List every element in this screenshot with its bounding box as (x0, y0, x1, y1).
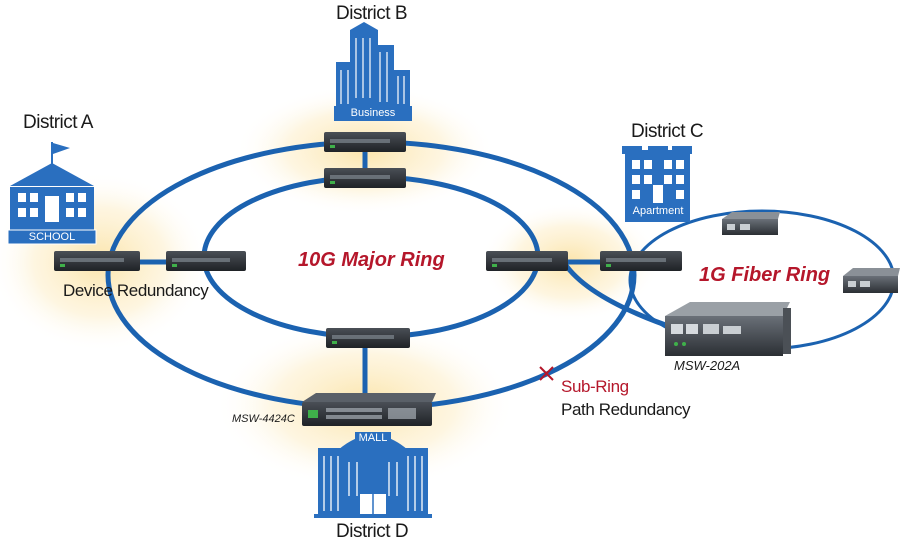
switch-top-outer (324, 132, 406, 152)
switch-right-inner (486, 251, 568, 271)
switch-top-inner (324, 168, 406, 188)
business-label: Business (350, 107, 396, 119)
switch-bottom-inner (326, 328, 410, 348)
converter-top (722, 212, 780, 235)
sub-ring-label: Sub-Ring (561, 377, 629, 396)
device-redundancy-label: Device Redundancy (63, 281, 209, 300)
apartment-label: Apartment (632, 205, 684, 217)
path-redundancy-label: Path Redundancy (561, 400, 691, 419)
school-building-icon (7, 142, 97, 245)
mall-building-icon (314, 432, 432, 518)
switch-msw-4424c (302, 393, 436, 426)
fiber-ring-label: 1G Fiber Ring (699, 264, 831, 286)
major-ring-label: 10G Major Ring (298, 249, 445, 271)
district-a-label: District A (23, 112, 93, 133)
switch-left-inner (166, 251, 246, 271)
apartment-building-icon (622, 146, 692, 222)
break-mark-icon (539, 366, 554, 381)
switch-model-label: MSW-4424C (232, 413, 295, 425)
switch-left-outer (54, 251, 140, 271)
district-c-label: District C (631, 121, 704, 142)
converter-msw-202a (665, 302, 791, 356)
business-building-icon (334, 22, 412, 121)
mall-label: MALL (358, 432, 388, 444)
converter-right (843, 268, 900, 293)
district-d-label: District D (336, 521, 409, 542)
switch-right-outer (600, 251, 682, 271)
school-label: SCHOOL (28, 231, 76, 243)
converter-model-label: MSW-202A (674, 358, 741, 373)
district-b-label: District B (336, 3, 408, 24)
